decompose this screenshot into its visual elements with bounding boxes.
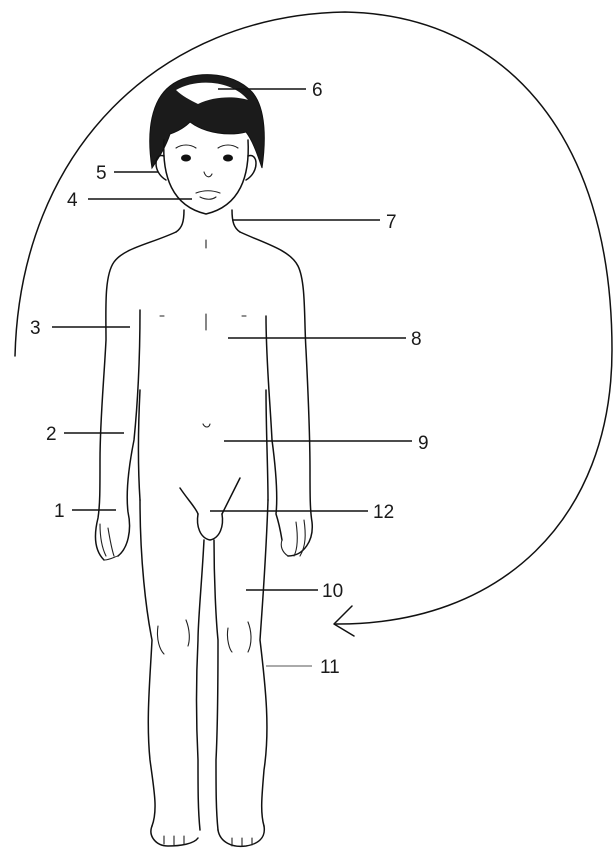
groin-left [180, 488, 198, 514]
label-2-text: 2 [46, 424, 57, 445]
label-1: 1 [54, 501, 116, 522]
label-12: 12 [210, 502, 394, 523]
left-leg-outer [140, 500, 155, 826]
circular-arrow [15, 12, 612, 624]
label-1-text: 1 [54, 501, 65, 522]
child-figure [96, 75, 313, 847]
arrow-head-icon [334, 606, 354, 636]
label-7: 7 [232, 212, 397, 233]
label-3-text: 3 [30, 318, 41, 339]
right-leg-inner [214, 540, 218, 830]
right-leg-outer [260, 500, 268, 826]
lower-lip [200, 197, 216, 199]
label-5: 5 [96, 163, 158, 184]
left-toes [164, 836, 184, 845]
right-eyebrow [218, 145, 238, 148]
torso-right [266, 390, 268, 500]
label-9: 9 [224, 433, 429, 454]
mouth [196, 191, 220, 193]
label-3: 3 [30, 318, 130, 339]
right-knee [227, 622, 251, 652]
label-10: 10 [246, 581, 343, 602]
left-eyebrow [176, 145, 196, 148]
neck-right [232, 210, 240, 232]
torso-left [139, 390, 141, 500]
label-6-text: 6 [312, 80, 323, 101]
label-4-text: 4 [67, 190, 78, 211]
label-10-text: 10 [322, 581, 343, 602]
label-11: 11 [266, 657, 340, 678]
label-2: 2 [46, 424, 124, 445]
label-5-text: 5 [96, 163, 107, 184]
label-8: 8 [228, 329, 422, 350]
left-eye [181, 155, 191, 162]
groin-right [222, 478, 240, 514]
left-leg-inner [197, 540, 205, 830]
left-hand [100, 524, 118, 560]
face [164, 140, 248, 214]
label-4: 4 [67, 190, 192, 211]
nose [204, 172, 212, 177]
navel [203, 424, 210, 427]
neck-left [176, 210, 184, 232]
genitals [198, 514, 223, 540]
label-8-text: 8 [411, 329, 422, 350]
label-11-text: 11 [320, 657, 340, 678]
label-12-text: 12 [373, 502, 394, 523]
label-9-text: 9 [418, 433, 429, 454]
left-knee [157, 620, 189, 654]
right-eye [223, 155, 233, 162]
label-7-text: 7 [386, 212, 397, 233]
right-foot [218, 826, 264, 846]
